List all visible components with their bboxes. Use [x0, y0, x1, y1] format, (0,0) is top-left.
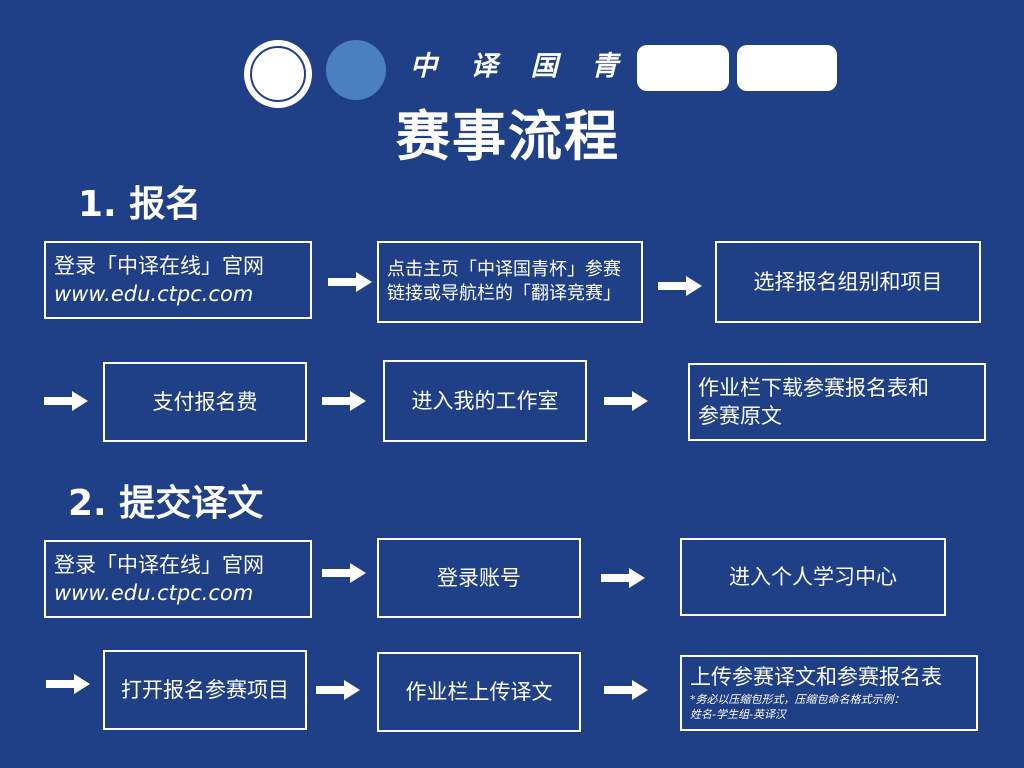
step-text: 登录「中译在线」官网	[54, 552, 264, 577]
page-title: 赛事流程	[396, 105, 620, 168]
arrow-right-icon	[328, 272, 372, 292]
section-heading-submit: 2. 提交译文	[68, 483, 264, 524]
step-upload-translation: 作业栏上传译文	[377, 652, 581, 732]
step-text: 参赛原文	[698, 404, 782, 428]
step-upload-package: 上传参赛译文和参赛报名表 *务必以压缩包形式，压缩包命名格式示例： 姓名-学生组…	[680, 655, 978, 731]
step-login-website: 登录「中译在线」官网 www.edu.ctpc.com	[44, 241, 312, 319]
cifal-logo-icon	[637, 45, 729, 91]
step-enter-studio: 进入我的工作室	[383, 360, 587, 442]
arrow-right-icon	[322, 563, 366, 583]
arrow-right-icon	[316, 680, 360, 700]
arrow-right-icon	[601, 568, 645, 588]
arrow-right-icon	[322, 391, 366, 411]
global-compact-logo-icon	[737, 45, 837, 91]
upload-note-example: 姓名-学生组-英译汉	[690, 708, 786, 722]
step-text: 选择报名组别和项目	[753, 269, 943, 294]
arrow-right-icon	[604, 391, 648, 411]
step-text: 作业栏下载参赛报名表和	[698, 375, 929, 400]
step-login-account: 登录账号	[377, 538, 581, 618]
arrow-right-icon	[46, 674, 90, 694]
step-text: 上传参赛译文和参赛报名表	[690, 665, 942, 690]
ctpc-logo-icon	[244, 40, 312, 108]
arrow-right-icon	[604, 680, 648, 700]
step-login-website: 登录「中译在线」官网 www.edu.ctpc.com	[44, 540, 312, 618]
brand-name: 中 译 国 青 杯	[410, 51, 691, 82]
step-download-forms: 作业栏下载参赛报名表和 参赛原文	[688, 363, 986, 441]
step-learning-center: 进入个人学习中心	[680, 538, 946, 616]
step-text: 支付报名费	[152, 389, 258, 414]
step-select-group: 选择报名组别和项目	[715, 241, 981, 323]
unitar-logo-icon	[326, 40, 386, 100]
step-text: 点击主页「中译国青杯」参赛	[387, 258, 621, 280]
section-heading-signup: 1. 报名	[78, 184, 202, 225]
website-url: www.edu.ctpc.com	[54, 282, 254, 306]
step-text: 作业栏上传译文	[405, 679, 553, 704]
step-text: 进入我的工作室	[411, 388, 559, 413]
step-text: 进入个人学习中心	[729, 564, 897, 589]
arrow-right-icon	[658, 276, 702, 296]
step-text: 登录「中译在线」官网	[54, 253, 264, 278]
step-text: 链接或导航栏的「翻译竞赛」	[387, 283, 621, 304]
step-text: 登录账号	[437, 565, 521, 590]
website-url: www.edu.ctpc.com	[54, 581, 254, 605]
step-open-project: 打开报名参赛项目	[103, 650, 307, 730]
step-pay-fee: 支付报名费	[103, 362, 307, 442]
upload-note: *务必以压缩包形式，压缩包命名格式示例：	[690, 692, 905, 706]
arrow-right-icon	[44, 391, 88, 411]
step-text: 打开报名参赛项目	[121, 677, 289, 702]
step-click-homepage: 点击主页「中译国青杯」参赛 链接或导航栏的「翻译竞赛」	[377, 241, 643, 323]
